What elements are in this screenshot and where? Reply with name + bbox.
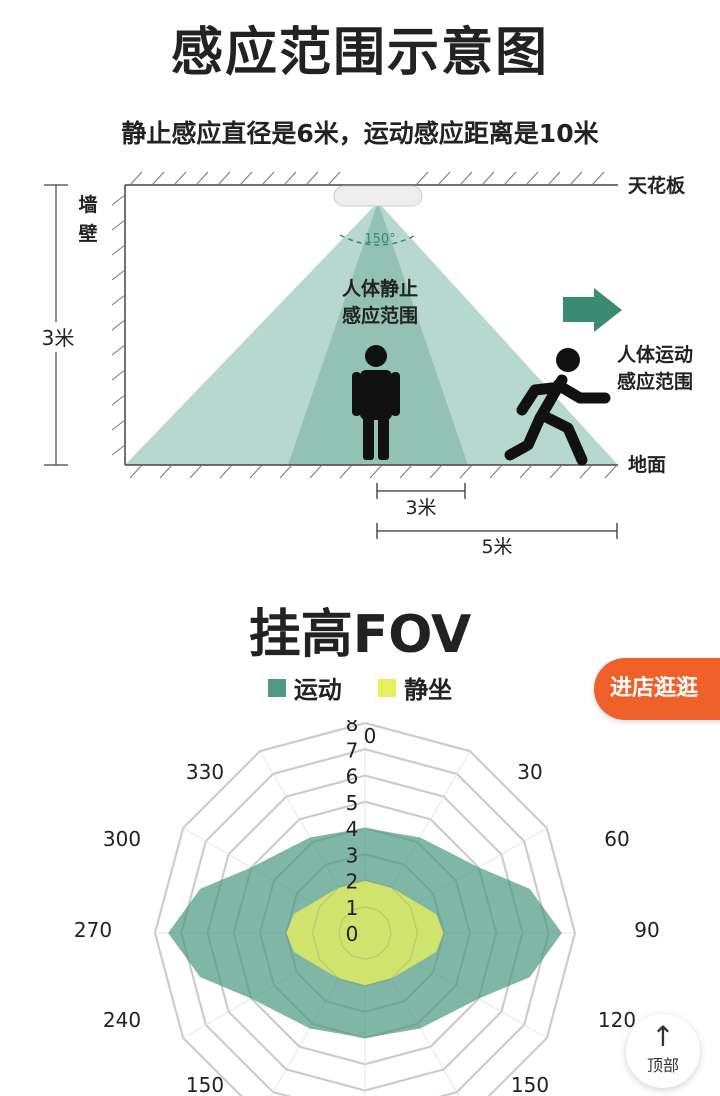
legend-static-label: 静坐 bbox=[404, 676, 453, 704]
radar-angle-label: 120 bbox=[598, 1008, 636, 1032]
radar-angle-label: 240 bbox=[103, 1008, 141, 1032]
radar-ring-label: 0 bbox=[346, 922, 359, 946]
sensor-device bbox=[333, 185, 423, 207]
static-range-area bbox=[288, 202, 468, 465]
running-person-head bbox=[556, 348, 580, 372]
radar-ring-label: 2 bbox=[346, 870, 359, 894]
radar-angle-label: 0 bbox=[364, 724, 377, 748]
legend-motion: 运动 bbox=[267, 670, 342, 705]
radar-grid-overlay bbox=[206, 774, 524, 1092]
legend-static-swatch bbox=[378, 678, 397, 697]
subtitle: 静止感应直径是6米，运动感应距离是10米 bbox=[121, 119, 599, 148]
wall-label-2: 壁 bbox=[78, 222, 97, 245]
radar-ring-label: 8 bbox=[346, 720, 359, 736]
radar-grid-overlay bbox=[311, 879, 419, 987]
angle-label: 150° bbox=[364, 232, 395, 247]
motion-label-2: 感应范围 bbox=[617, 370, 693, 393]
radar-series-static bbox=[286, 880, 444, 986]
radar-angle-label: 270 bbox=[74, 918, 112, 942]
radar-ring-label: 1 bbox=[346, 896, 359, 920]
static-label-2: 感应范围 bbox=[342, 304, 418, 327]
radar-angle-label: 150 bbox=[511, 1073, 549, 1096]
back-to-top-button[interactable]: ↑ 顶部 bbox=[626, 1014, 700, 1088]
legend-static: 静坐 bbox=[378, 670, 452, 705]
dimension-3m-label: 3米 bbox=[405, 497, 436, 519]
motion-arrow-icon bbox=[563, 288, 622, 332]
floor-hatch bbox=[129, 464, 618, 479]
radar-angle-label: 330 bbox=[186, 760, 224, 784]
visit-shop-button[interactable]: 进店逛逛 bbox=[594, 658, 720, 720]
radar-angle-label: 150 bbox=[186, 1073, 224, 1096]
radar-grid-overlay bbox=[338, 906, 392, 960]
dimension-3m-line bbox=[376, 483, 466, 499]
radar-grid-overlay bbox=[154, 722, 576, 1096]
radar-angle-label: 90 bbox=[634, 918, 659, 942]
fov-title: 挂高FOV bbox=[248, 605, 472, 665]
static-label-1: 人体静止 bbox=[342, 277, 418, 300]
radar-grid-overlay bbox=[180, 748, 550, 1096]
back-to-top-label: 顶部 bbox=[646, 1056, 679, 1075]
wall-hatch bbox=[111, 194, 126, 456]
ceiling-hatch bbox=[129, 171, 605, 186]
radar-angle-label: 300 bbox=[103, 827, 141, 851]
radar-grid-overlay bbox=[259, 827, 471, 1039]
dimension-5m-line bbox=[376, 523, 618, 539]
arrow-up-icon: ↑ bbox=[651, 1020, 675, 1053]
radar-ring-label: 4 bbox=[346, 817, 359, 841]
floor-label: 地面 bbox=[628, 453, 666, 476]
height-label: 3米 bbox=[42, 326, 75, 350]
standing-person-icon bbox=[352, 345, 400, 460]
radar-ring-label: 3 bbox=[346, 843, 359, 867]
dimension-5m-label: 5米 bbox=[481, 536, 512, 558]
radar-angle-label: 30 bbox=[517, 760, 542, 784]
radar-ring-label: 6 bbox=[346, 765, 359, 789]
chart-legend: 运动 静坐 bbox=[0, 670, 720, 705]
motion-label-1: 人体运动 bbox=[617, 343, 693, 366]
legend-motion-label: 运动 bbox=[293, 676, 342, 704]
sensor-range-diagram: 150° 3米 墙 壁 天花板 人体静止 感应范围 人体运动 感应范围 地面 bbox=[40, 171, 693, 558]
radar-ring-label: 5 bbox=[346, 791, 359, 815]
page-title: 感应范围示意图 bbox=[170, 23, 549, 83]
legend-motion-swatch bbox=[267, 678, 286, 697]
radar-grid-overlay bbox=[233, 801, 497, 1065]
angle-arc bbox=[339, 234, 417, 246]
radar-ring-label: 7 bbox=[346, 738, 359, 762]
ceiling-label: 天花板 bbox=[628, 174, 686, 197]
wall-label-1: 墙 bbox=[78, 193, 97, 216]
radar-grid-overlay bbox=[285, 853, 445, 1013]
running-person-icon bbox=[504, 374, 611, 466]
radar-angle-label: 60 bbox=[604, 827, 629, 851]
